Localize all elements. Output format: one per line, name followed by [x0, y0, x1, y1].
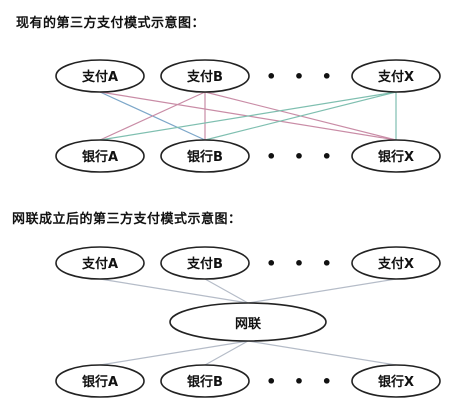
node-payment-b-after: 支付B [160, 246, 250, 280]
node-bank-a-after: 银行A [55, 364, 145, 398]
connections-before [99, 91, 397, 141]
node-bank-b-before: 银行B [160, 139, 250, 173]
node-bank-a-before: 银行A [55, 139, 145, 173]
node-label: 支付A [81, 256, 118, 272]
node-payment-x-after: 支付X [351, 246, 441, 280]
node-bank-b-after: 银行B [160, 364, 250, 398]
diagram-title-after: 网联成立后的第三方支付模式示意图： [12, 212, 242, 227]
node-payment-b-before: 支付B [160, 59, 250, 93]
ellipsis-bottom-top: • • • [266, 254, 338, 273]
hub-connection-line [99, 340, 249, 366]
ellipsis-top: • • • [266, 67, 338, 86]
connection-line [204, 91, 397, 141]
node-label: 支付A [81, 69, 118, 85]
node-label: 银行A [82, 374, 118, 390]
connection-line [99, 91, 397, 141]
hub-label: 网联 [235, 317, 261, 332]
hub-connection-line [247, 278, 397, 304]
diagram-title-before: 现有的第三方支付模式示意图： [16, 16, 206, 31]
node-bank-x-after: 银行X [351, 364, 441, 398]
node-label: 银行X [378, 374, 414, 390]
node-label: 支付X [377, 69, 414, 85]
node-payment-a-before: 支付A [55, 59, 145, 93]
node-label: 银行B [187, 374, 223, 390]
connections-after [99, 278, 397, 366]
node-payment-x-before: 支付X [351, 59, 441, 93]
hub-connection-line [247, 340, 397, 366]
node-label: 支付B [186, 69, 223, 85]
node-payment-a-after: 支付A [55, 246, 145, 280]
ellipsis-middle: • • • [266, 147, 338, 166]
node-label: 银行A [82, 149, 118, 165]
hub-connection-line [99, 278, 249, 304]
hub-connection-line [204, 278, 249, 304]
node-label: 支付B [186, 256, 223, 272]
node-label: 银行B [187, 149, 223, 165]
connection-line [99, 91, 206, 141]
hub-connection-line [204, 340, 249, 366]
node-hub-wanglian: 网联 [169, 302, 327, 342]
node-bank-x-before: 银行X [351, 139, 441, 173]
node-label: 银行X [378, 149, 414, 165]
node-label: 支付X [377, 256, 414, 272]
ellipsis-bottom-bottom: • • • [266, 372, 338, 391]
